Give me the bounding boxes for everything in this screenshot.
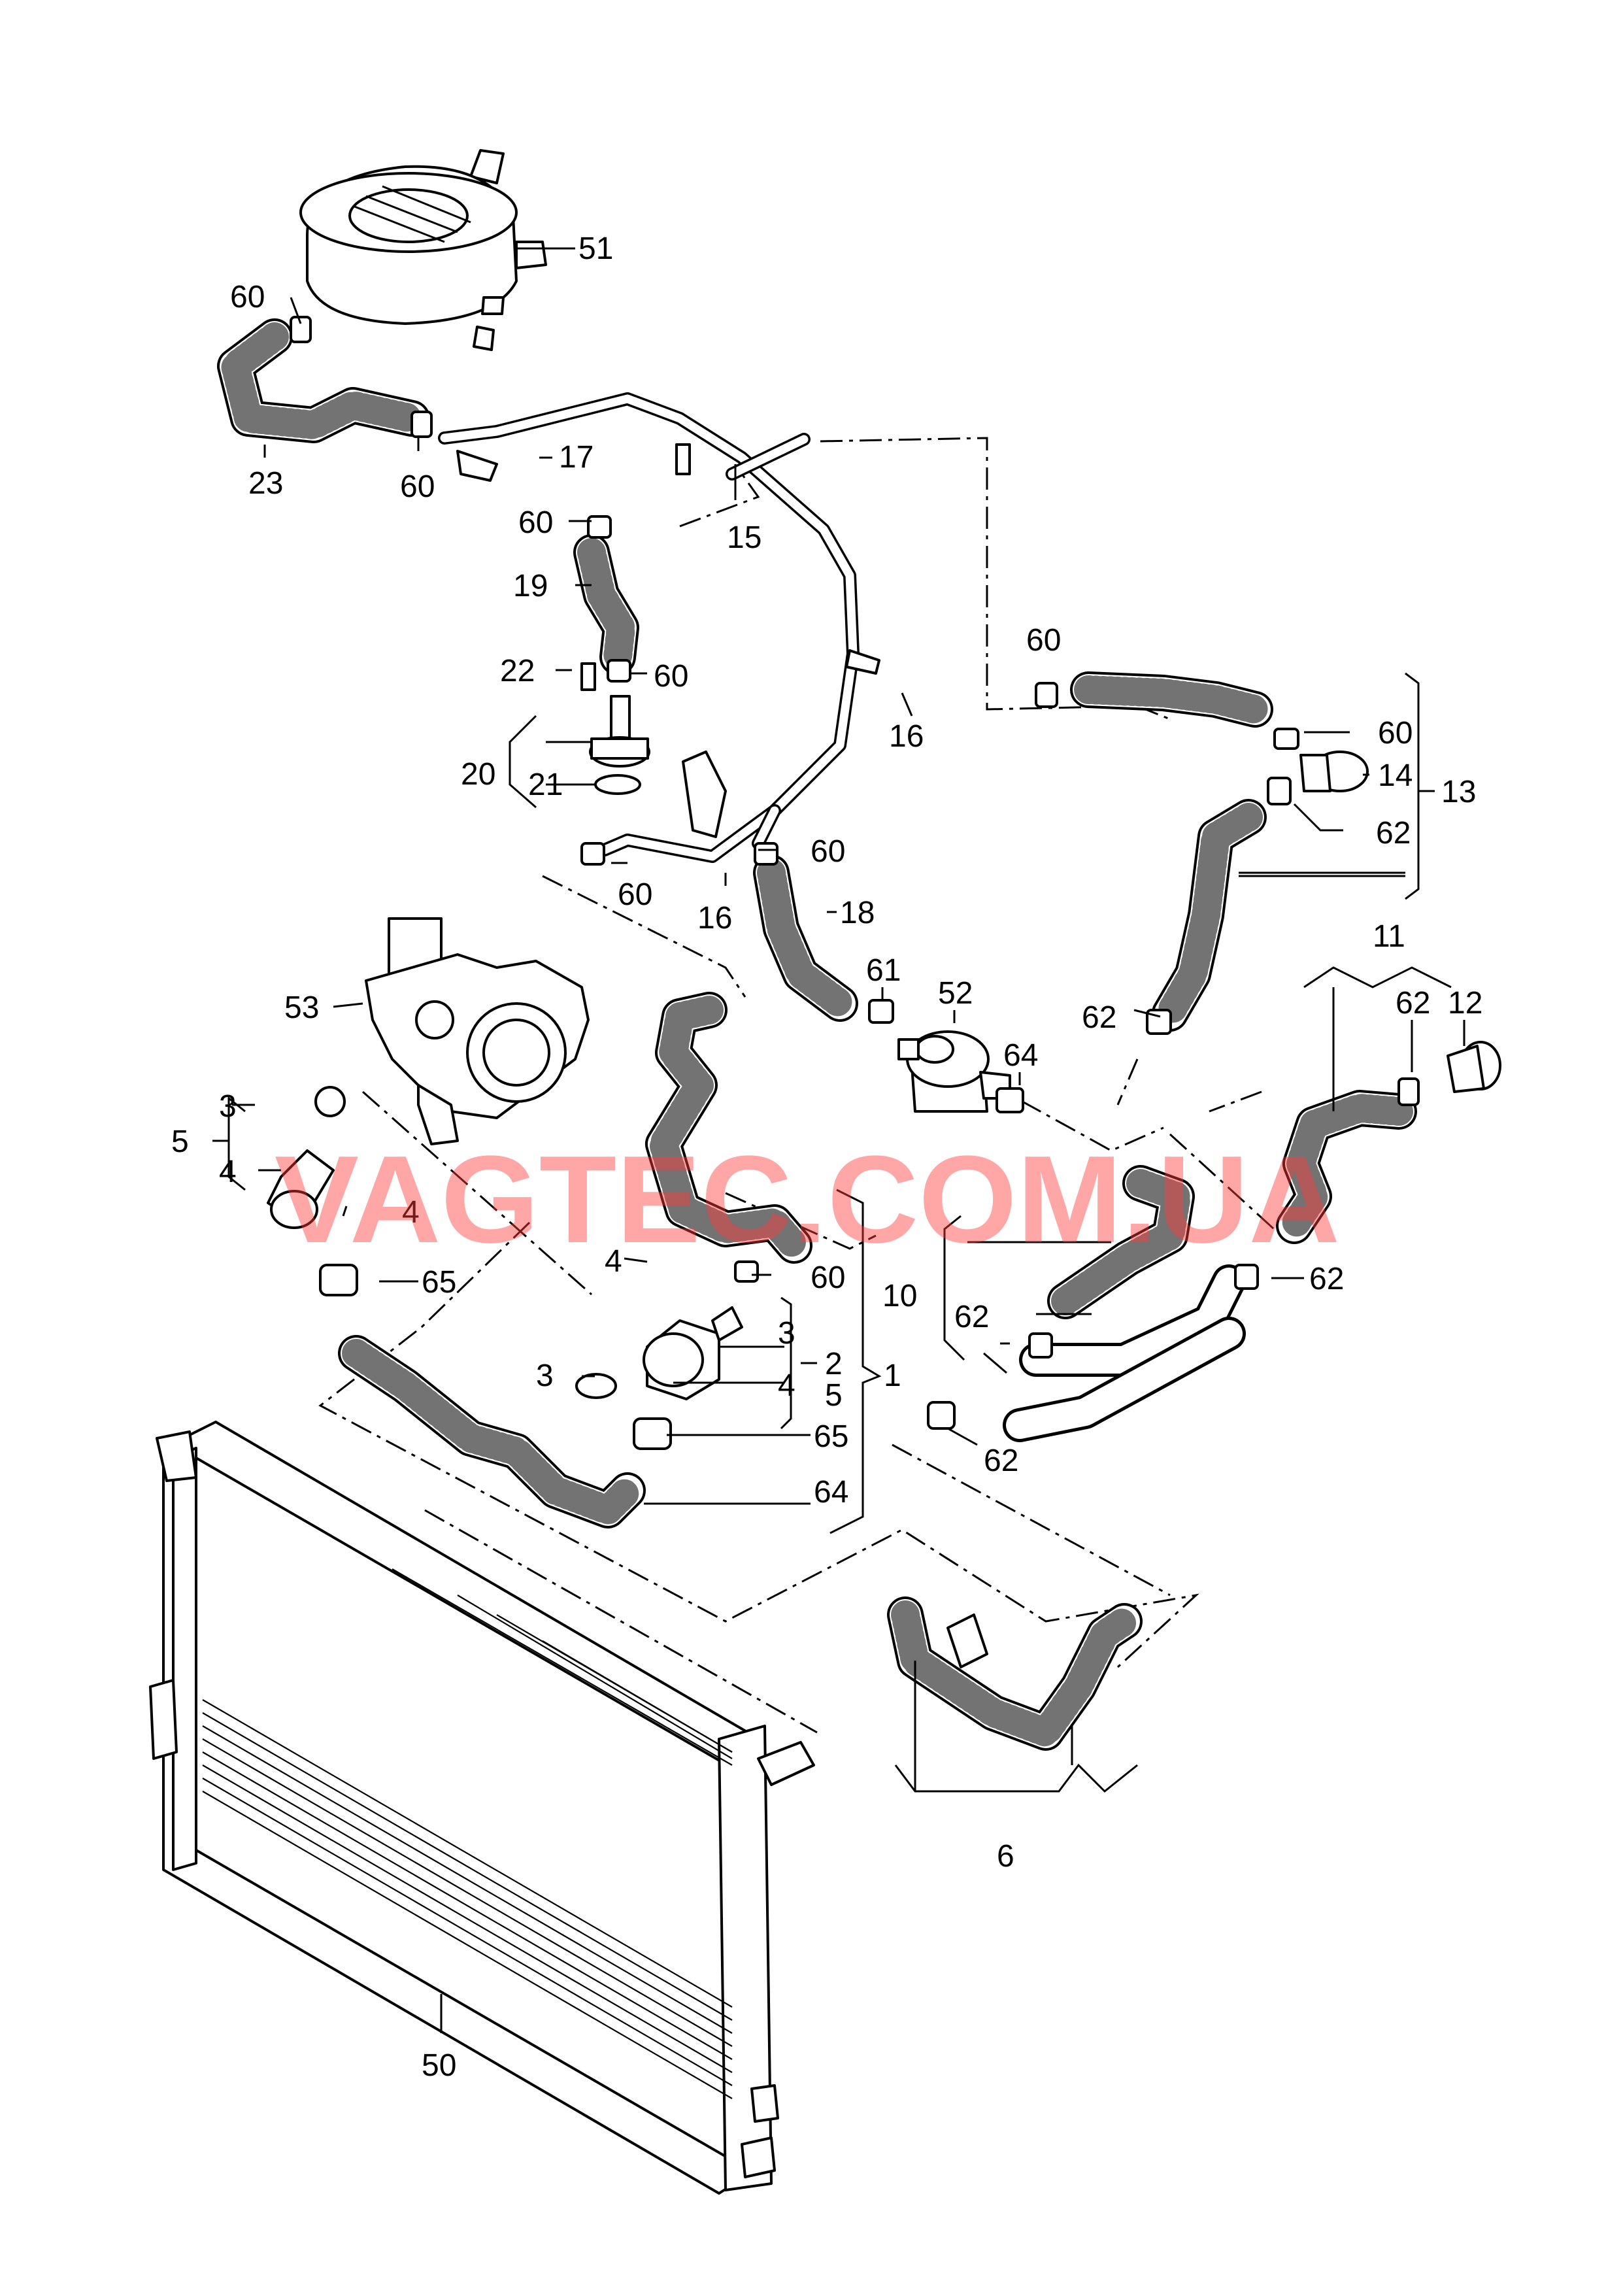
leader-lines: [212, 247, 1465, 2033]
callout-3: 3: [219, 1089, 237, 1124]
callout-60: 60: [518, 505, 553, 540]
callout-51: 51: [578, 231, 613, 266]
callout-10: 10: [882, 1279, 917, 1313]
callout-1: 1: [884, 1359, 901, 1393]
callout-53: 53: [284, 990, 319, 1025]
hose-clamps: [290, 316, 1420, 1450]
callout-14: 14: [1378, 758, 1413, 793]
callout-4: 4: [605, 1244, 622, 1279]
callout-60: 60: [1026, 623, 1061, 658]
callout-64: 64: [814, 1475, 848, 1510]
metal-coolant-pipe: [438, 392, 880, 863]
connector-14: [1299, 751, 1369, 792]
callout-2: 2: [825, 1347, 843, 1381]
callout-62: 62: [1082, 1000, 1116, 1035]
callout-3: 3: [536, 1359, 554, 1393]
callout-60: 60: [400, 469, 435, 504]
hose-19: [573, 534, 639, 675]
callout-60: 60: [230, 280, 265, 314]
callout-numbers: 51 60 23 60 17 60 15 19 22 60 20 21 16 6…: [171, 231, 1482, 2083]
callout-65: 65: [422, 1265, 456, 1300]
callout-62: 62: [984, 1443, 1018, 1478]
watermark: VAGTEC.COM.UA: [275, 1130, 1340, 1269]
callout-6: 6: [997, 1839, 1014, 1874]
callout-62: 62: [954, 1300, 989, 1334]
thermostat-housing: [643, 1306, 743, 1400]
callout-4: 4: [778, 1368, 795, 1403]
callout-60: 60: [654, 659, 688, 694]
connector-12: [1447, 1041, 1501, 1093]
hose-6: [887, 1596, 1143, 1751]
hose-10: [1003, 1165, 1246, 1442]
callout-17: 17: [559, 440, 594, 475]
hose-18: [753, 854, 858, 1022]
callout-20: 20: [461, 757, 495, 792]
callout-12: 12: [1448, 986, 1482, 1021]
callout-4: 4: [402, 1195, 420, 1230]
callout-15: 15: [727, 520, 761, 555]
callout-62: 62: [1396, 986, 1430, 1021]
callout-60: 60: [1378, 716, 1413, 751]
hose-13: [1070, 671, 1273, 1032]
callout-4: 4: [219, 1155, 237, 1189]
callout-60: 60: [811, 1260, 845, 1295]
callout-23: 23: [248, 466, 283, 501]
callout-16: 16: [889, 719, 924, 754]
callout-5: 5: [171, 1124, 189, 1159]
callout-13: 13: [1441, 775, 1476, 809]
callout-64: 64: [1003, 1038, 1038, 1073]
callout-18: 18: [840, 896, 875, 930]
hose-11: [1276, 1090, 1417, 1244]
callout-60: 60: [618, 877, 652, 912]
callout-11: 11: [1373, 919, 1405, 954]
callout-62: 62: [1309, 1262, 1344, 1296]
callout-50: 50: [422, 2048, 456, 2083]
hose-upper-middle: [645, 992, 812, 1264]
connector-20: [580, 662, 650, 795]
callout-5: 5: [825, 1378, 843, 1413]
callout-21: 21: [528, 768, 563, 802]
valve-52: [897, 1030, 1011, 1113]
callout-62: 62: [1376, 816, 1411, 851]
radiator: [149, 1421, 815, 2195]
callout-65: 65: [814, 1419, 848, 1454]
lower-hose: [338, 1335, 646, 1528]
callout-61: 61: [866, 953, 901, 988]
expansion-tank: [299, 149, 547, 351]
callout-19: 19: [513, 569, 548, 603]
hose-connector-left: [267, 1149, 335, 1229]
callout-16: 16: [697, 901, 732, 936]
callout-3: 3: [778, 1316, 795, 1351]
callout-22: 22: [500, 654, 535, 688]
radiator-fins: [202, 1568, 733, 2099]
thermostat-housing-53: [365, 917, 590, 1145]
callout-52: 52: [938, 976, 973, 1011]
hose-23: [217, 318, 430, 443]
callout-60: 60: [811, 834, 845, 869]
